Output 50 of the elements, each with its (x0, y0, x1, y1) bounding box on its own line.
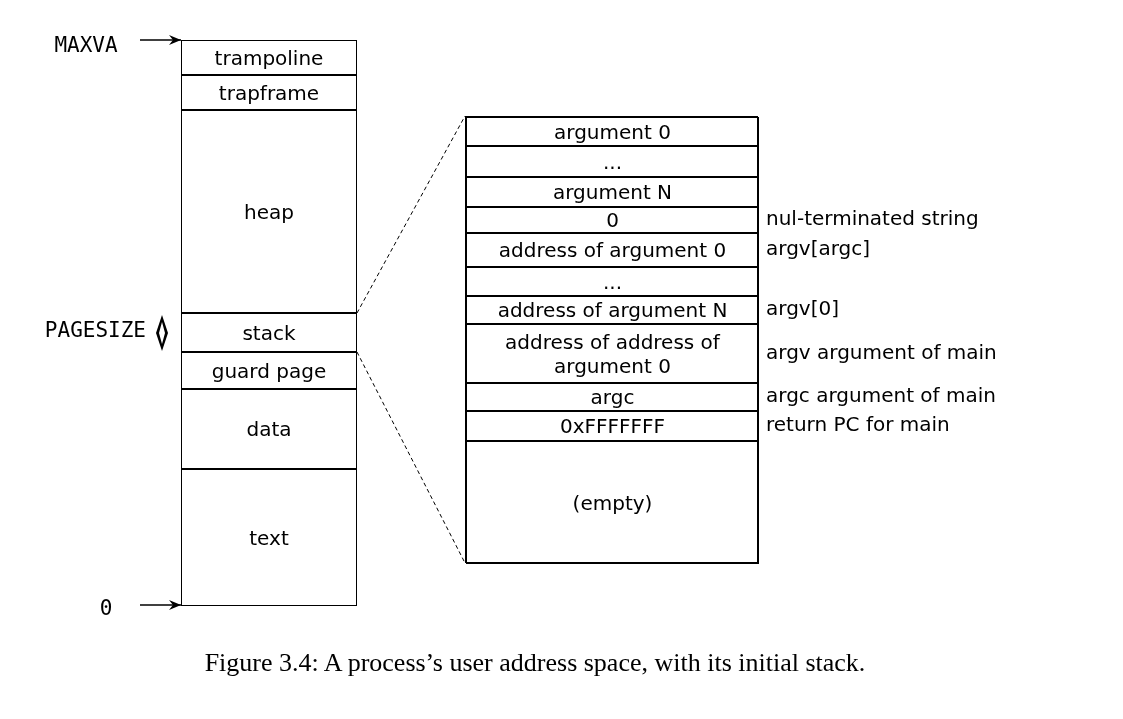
stack-detail-box (465, 116, 758, 563)
memory-cell (466, 233, 759, 267)
memory-cell (466, 441, 759, 564)
cell-label: argc (590, 385, 635, 409)
cell-label: stack (242, 320, 296, 345)
memory-cell (181, 75, 357, 110)
cell-label: address of argument N (497, 298, 728, 322)
memory-cell (466, 296, 759, 324)
memory-cell (466, 383, 759, 411)
cell-label: text (249, 525, 289, 550)
dimension-label: PAGESIZE (43, 317, 146, 344)
cell-label: address of argument 0 (498, 238, 727, 262)
memory-cell (181, 352, 357, 389)
cell-label: argument N (552, 180, 673, 204)
annotation-text: argv[argc] (766, 236, 871, 260)
cell-label: data (246, 417, 292, 441)
memory-cell (466, 267, 759, 296)
dashed-line (356, 351, 466, 564)
memory-cell (466, 324, 759, 383)
annotation-text: nul-terminated string (766, 206, 979, 230)
cell-label: trapframe (218, 80, 320, 105)
cell-label: address of address of argument 0 (504, 329, 722, 378)
memory-cell (181, 110, 357, 313)
memory-cell (181, 313, 357, 352)
arrow (139, 600, 182, 610)
cell-label: (empty) (572, 490, 653, 515)
memory-cell (466, 117, 759, 146)
annotation-text: argc argument of main (766, 383, 996, 407)
figure-caption: Figure 3.4: A process’s user address space, with its initial stack. (203, 648, 867, 678)
cell-label: 0 (606, 208, 619, 232)
cell-label: 0xFFFFFFF (559, 414, 666, 438)
annotation-text: argv argument of main (766, 339, 997, 364)
memory-cell (181, 389, 357, 469)
memory-cell (181, 40, 357, 75)
address-label: MAXVA (54, 33, 118, 57)
address-label: 0 (99, 596, 113, 620)
memory-cell (466, 411, 759, 441)
memory-cell (181, 469, 357, 606)
cell-label: ... (602, 149, 623, 174)
cell-label: heap (244, 199, 294, 224)
memory-cell (466, 177, 759, 207)
cell-label: guard page (211, 358, 327, 383)
cell-label: argument 0 (554, 119, 671, 144)
cell-label: trampoline (214, 45, 324, 70)
cell-label: ... (602, 269, 623, 294)
arrow (139, 35, 182, 45)
annotation-text: argv[0] (766, 296, 839, 320)
memory-cell (466, 207, 759, 233)
memory-cell (466, 146, 759, 177)
annotation-text: return PC for main (766, 412, 950, 436)
